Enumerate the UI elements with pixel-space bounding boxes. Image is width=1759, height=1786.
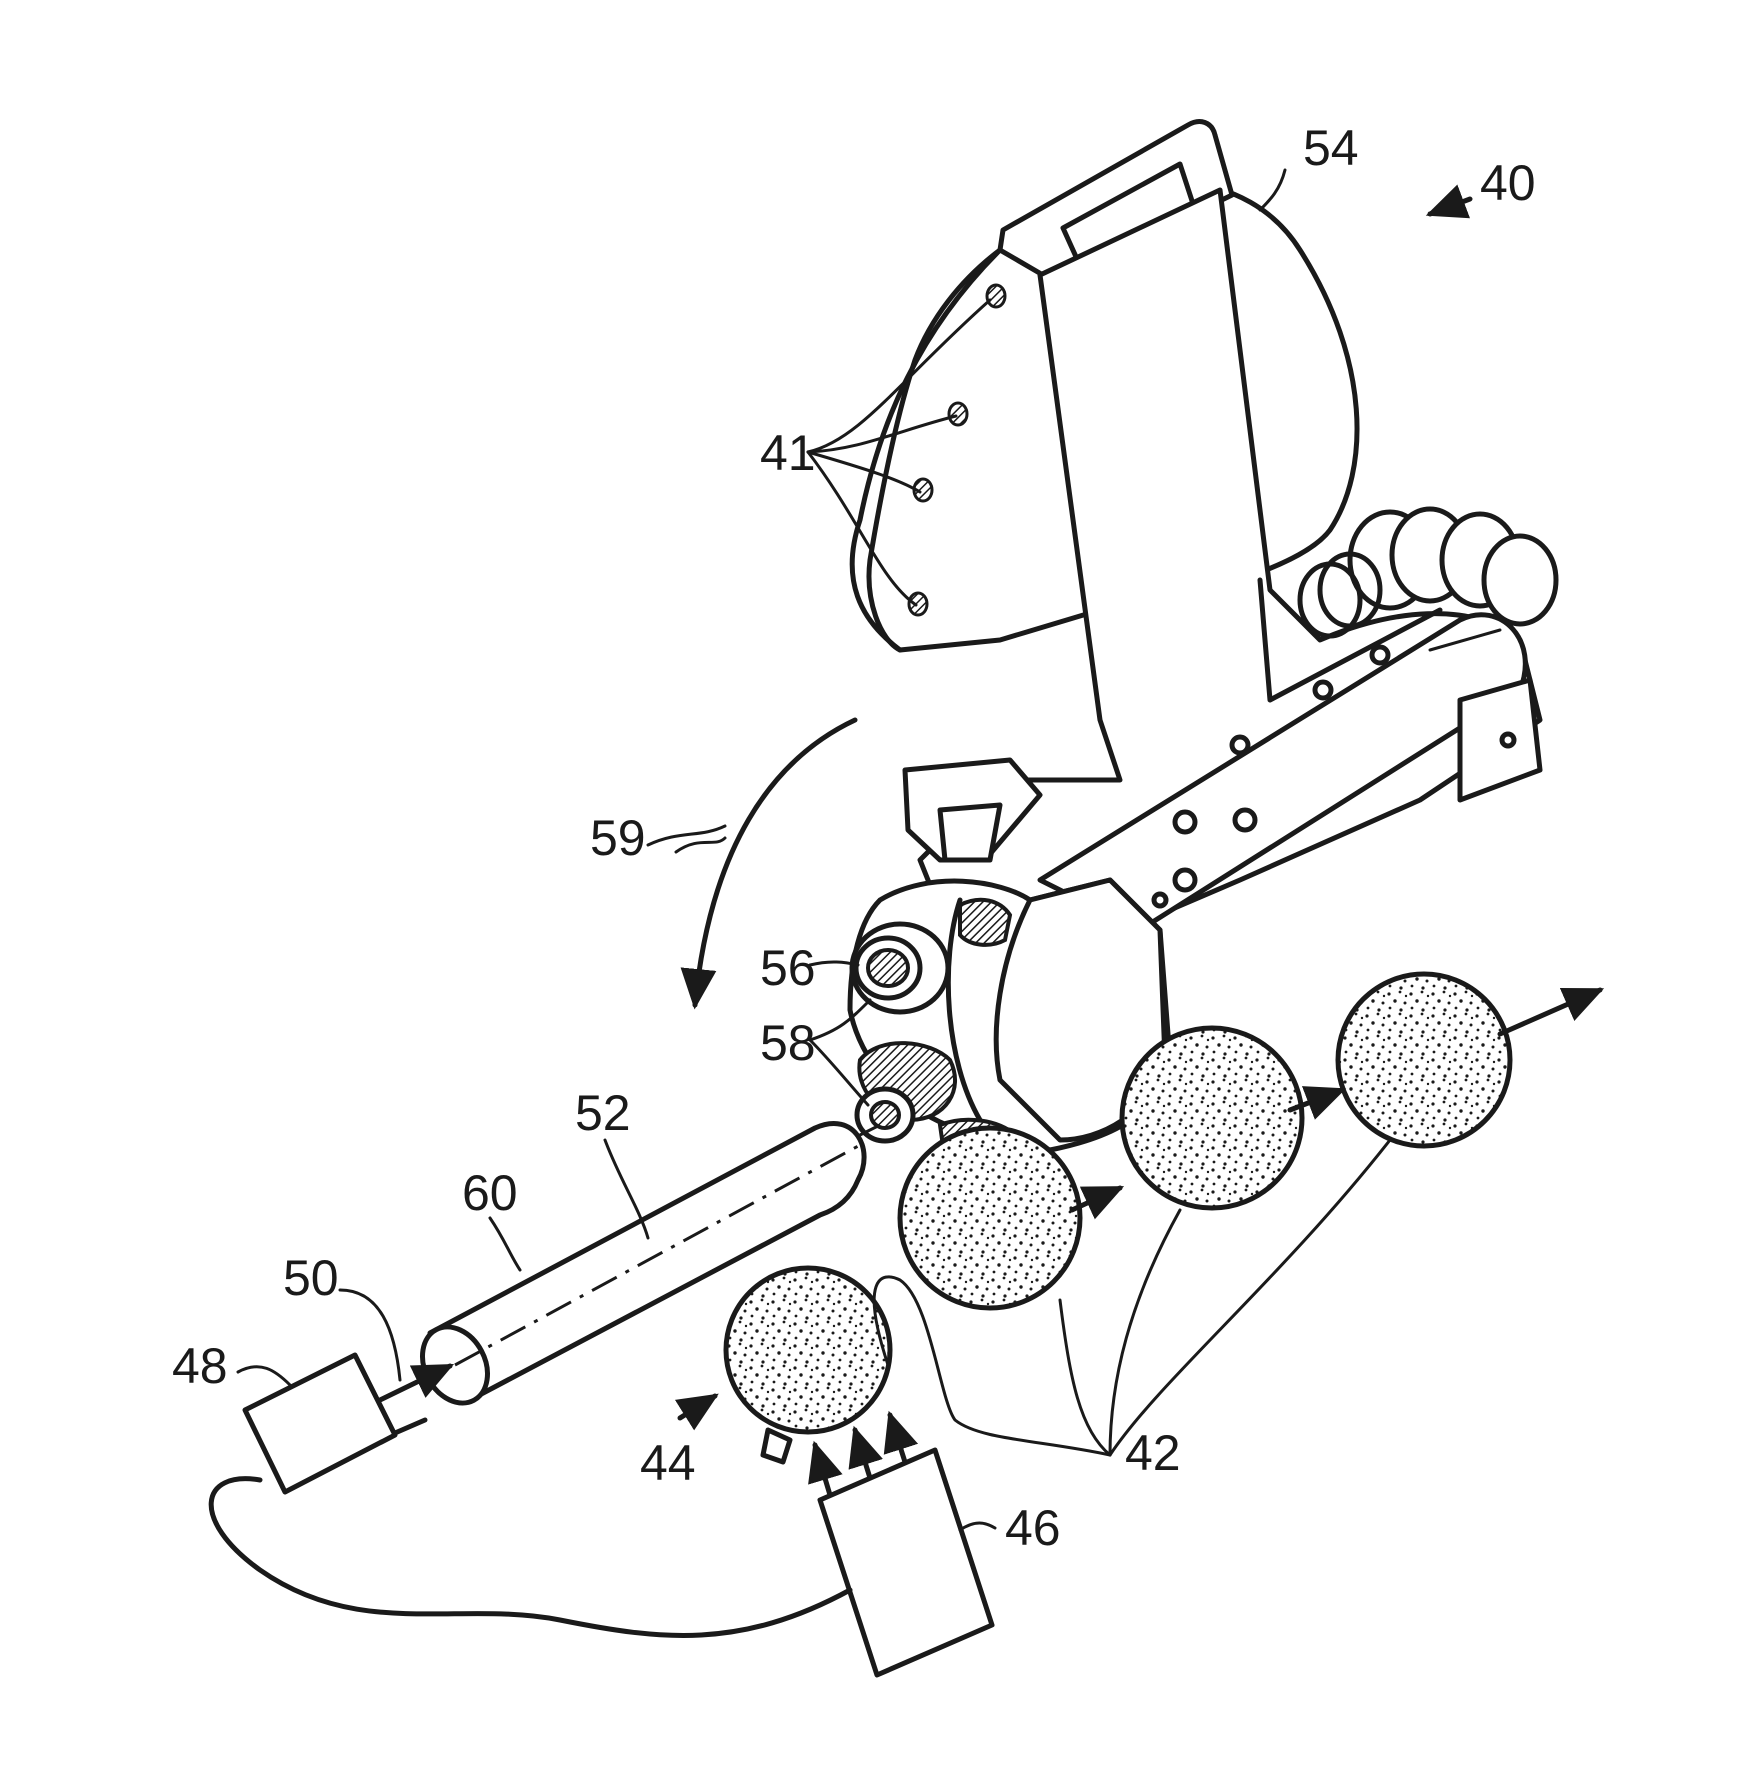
ref-41: 41: [760, 425, 816, 481]
conveyor-arrow-3: [1500, 990, 1600, 1034]
ref-59: 59: [590, 810, 646, 866]
ref-56: 56: [760, 940, 816, 996]
ref-50: 50: [283, 1250, 339, 1306]
ref-48: 48: [172, 1338, 228, 1394]
lens-56: [852, 924, 948, 1012]
wedge-face: [940, 805, 1000, 860]
ref-52: 52: [575, 1085, 631, 1141]
ref-54: 54: [1303, 120, 1359, 176]
ref-42: 42: [1125, 1425, 1181, 1481]
light-source-48: [245, 1355, 395, 1492]
ref-46: 46: [1005, 1500, 1061, 1556]
ref-60: 60: [462, 1165, 518, 1221]
cable: [211, 1479, 850, 1636]
controller-46: [820, 1450, 992, 1675]
ref-44: 44: [640, 1435, 696, 1491]
ref-58: 58: [760, 1015, 816, 1071]
ref-40: 40: [1480, 155, 1536, 211]
